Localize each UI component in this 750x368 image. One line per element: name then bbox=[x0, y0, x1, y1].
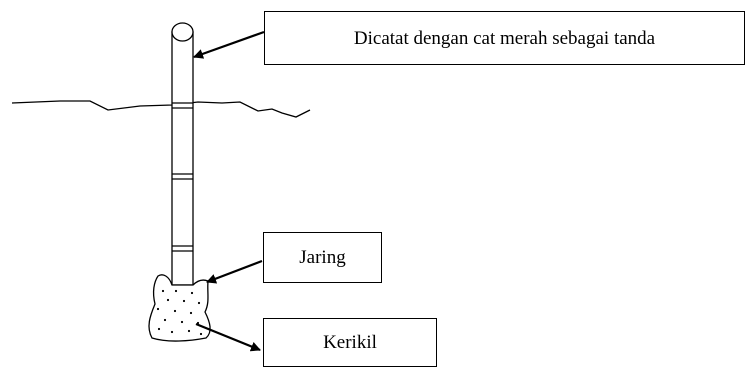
water-surface-line bbox=[11, 100, 311, 118]
gravel-arrow bbox=[195, 322, 261, 352]
red-paint-mark bbox=[172, 173, 193, 180]
measuring-pole bbox=[171, 31, 194, 286]
red-paint-mark bbox=[172, 102, 193, 109]
net-label: Jaring bbox=[263, 232, 382, 283]
gravel-label: Kerikil bbox=[263, 318, 437, 367]
red-mark-label: Dicatat dengan cat merah sebagai tanda bbox=[264, 11, 745, 65]
net-bag bbox=[148, 274, 211, 342]
red-paint-mark bbox=[172, 245, 193, 252]
net-label-text: Jaring bbox=[299, 247, 346, 268]
red-mark-label-text: Dicatat dengan cat merah sebagai tanda bbox=[353, 27, 656, 49]
gravel-dots bbox=[156, 289, 203, 336]
red-mark-arrow bbox=[193, 30, 265, 59]
pole-top-opening bbox=[171, 22, 194, 42]
net-arrow bbox=[206, 259, 263, 284]
gravel-label-text: Kerikil bbox=[323, 332, 377, 353]
